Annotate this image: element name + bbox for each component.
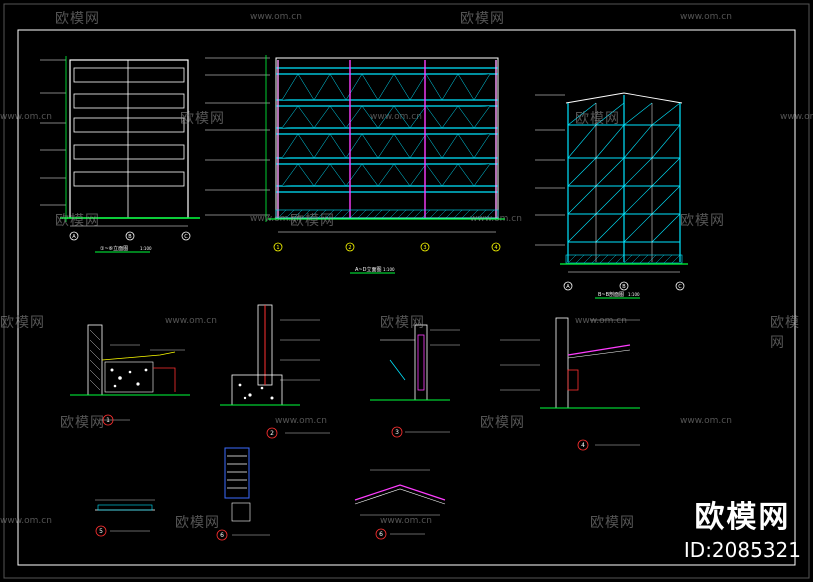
axis-label: B [128, 234, 132, 240]
drawing-title: ①~⑥立面图 [100, 245, 128, 252]
watermark-url: www.om.cn [380, 516, 432, 526]
axis-bubble [491, 242, 501, 252]
watermark-url: www.om.cn [165, 316, 217, 326]
axis-label: 2 [348, 245, 351, 251]
detail-6b: 6 [354, 469, 446, 540]
axis-label: B [622, 284, 626, 290]
drawing-scale: 1:100 [383, 267, 395, 272]
watermark-url: www.om.cn [575, 316, 627, 326]
detail-number: 6 [379, 531, 383, 538]
model-id: ID:2085321 [683, 538, 801, 562]
watermark-logo: 欧模网 [590, 515, 635, 531]
axis-bubble [69, 231, 79, 241]
watermark-url: www.om.cn [780, 112, 813, 122]
detail-number: 4 [581, 442, 585, 449]
watermark-logo: 欧模网 [55, 213, 100, 229]
axis-bubble [181, 231, 191, 241]
axis-bubble [619, 281, 629, 291]
detail-4: 4 [500, 317, 640, 451]
detail-number: 5 [99, 528, 103, 535]
watermark-logo: 欧模网 [575, 111, 620, 127]
axis-label: A [566, 284, 570, 290]
watermark-url: www.om.cn [0, 112, 52, 122]
detail-number: 1 [106, 417, 110, 424]
drawing-scale: 1:100 [140, 246, 152, 251]
watermark-logo: 欧模网 [290, 213, 335, 229]
watermark-logo: 欧模网 [480, 415, 525, 431]
watermark-logo: 欧模网 [55, 11, 100, 27]
detail-number: 3 [395, 429, 399, 436]
watermark-url: www.om.cn [370, 112, 422, 122]
watermark-url: www.om.cn [275, 416, 327, 426]
detail-1: 1 [70, 324, 190, 426]
detail-3: 3 [370, 324, 460, 438]
axis-bubble [125, 231, 135, 241]
watermark-logo: 欧模网 [180, 111, 225, 127]
sheet-border [17, 29, 796, 566]
detail-number: 2 [270, 430, 274, 437]
sheet-outer-border [3, 3, 810, 579]
axis-label: C [678, 284, 682, 290]
axis-bubble [675, 281, 685, 291]
watermark-logo: 欧模网 [0, 315, 45, 331]
elevation-middle: 1 2 3 4 A~D立面图 1:100 [205, 55, 505, 274]
watermark-url: www.om.cn [250, 214, 302, 224]
detail-2: 2 [220, 304, 330, 439]
watermark-logo: 欧模网 [60, 415, 105, 431]
watermark-url: www.om.cn [470, 214, 522, 224]
watermark-logo: 欧模网 [770, 315, 800, 351]
detail-5: 5 [95, 499, 155, 537]
watermark-logo: 欧模网 [175, 515, 220, 531]
detail-number: 6 [220, 532, 224, 539]
watermark-url: www.om.cn [680, 416, 732, 426]
axis-bubble [273, 242, 283, 252]
axis-label: C [184, 234, 188, 240]
drawing-title: A~D立面图 [355, 266, 381, 273]
axis-label: 4 [494, 245, 497, 251]
elevation-left: A B C ①~⑥立面图 1:100 [40, 56, 200, 253]
brand-name: 欧模网 [694, 500, 791, 535]
drawing-title: B~B剖面图 [598, 291, 624, 298]
watermark-url: www.om.cn [250, 12, 302, 22]
axis-bubble [563, 281, 573, 291]
watermark-url: www.om.cn [680, 12, 732, 22]
axis-bubble [345, 242, 355, 252]
axis-bubble [420, 242, 430, 252]
section-right: A B C B~B剖面图 1:100 [535, 92, 688, 299]
watermark-logo: 欧模网 [460, 11, 505, 27]
axis-label: 3 [423, 245, 426, 251]
watermark-logo: 欧模网 [380, 315, 425, 331]
axis-label: 1 [276, 245, 279, 251]
watermark-logo: 欧模网 [680, 213, 725, 229]
axis-label: A [72, 234, 76, 240]
detail-6a: 6 [216, 447, 270, 541]
brand-watermark: 欧模网 ID:2085321 [684, 492, 801, 562]
drawing-scale: 1:100 [628, 292, 640, 297]
watermark-url: www.om.cn [0, 516, 52, 526]
